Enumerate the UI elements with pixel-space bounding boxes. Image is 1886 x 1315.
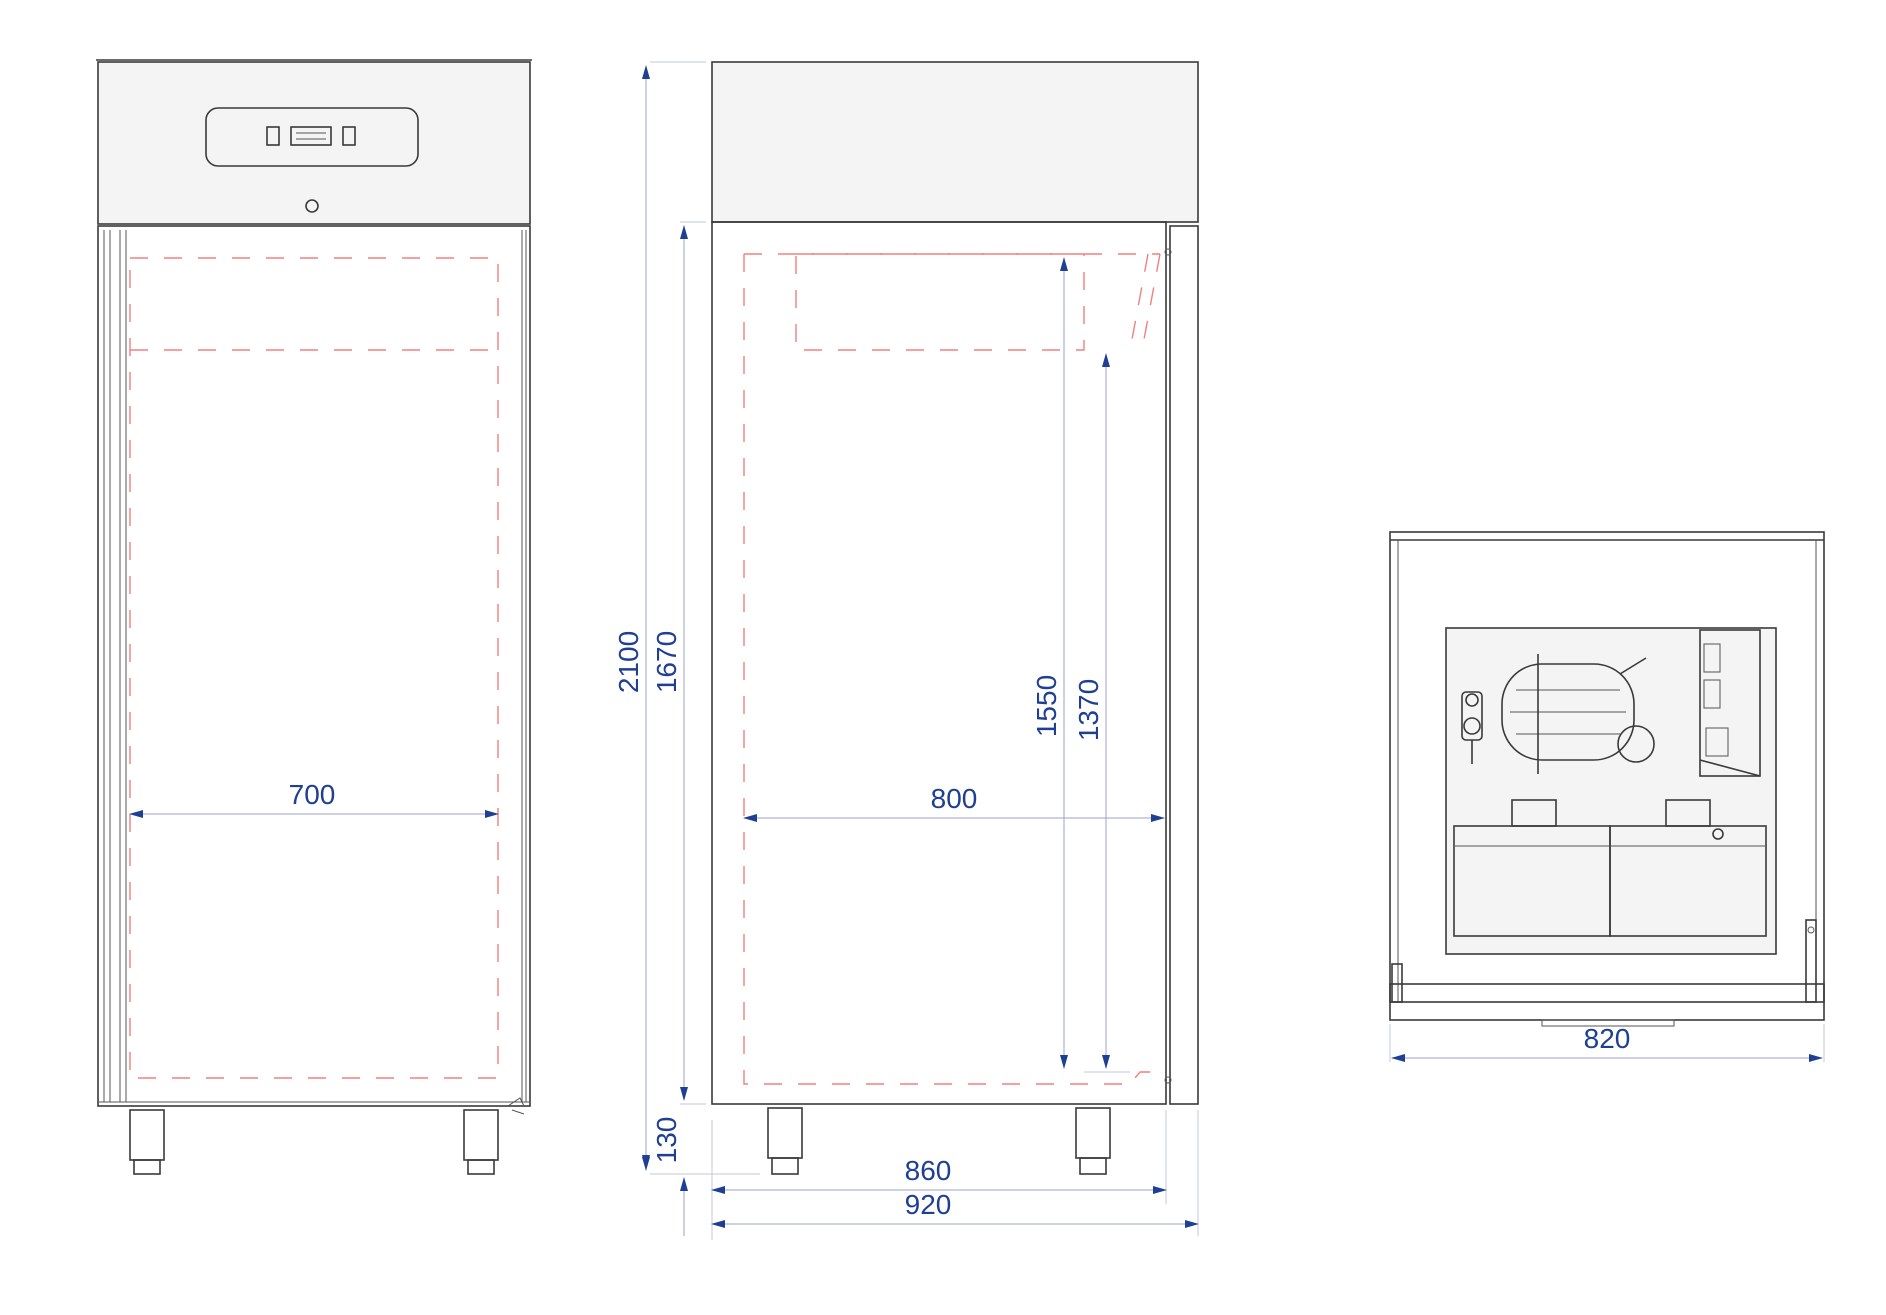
dimension-top-width: 820 xyxy=(1391,1023,1823,1062)
dimension-label-800: 800 xyxy=(931,783,978,814)
electrical-box-icon xyxy=(1699,629,1761,777)
top-hinge-right xyxy=(1805,919,1817,1003)
dimension-label-820: 820 xyxy=(1584,1023,1631,1054)
front-leg-right xyxy=(463,1109,499,1175)
dimension-side-body-depth: 860 xyxy=(711,1155,1167,1194)
compressor-icon xyxy=(1501,654,1655,774)
lock-icon xyxy=(305,199,319,213)
front-leg-left xyxy=(129,1109,165,1175)
dimension-label-860: 860 xyxy=(905,1155,952,1186)
thermostat-valve-icon xyxy=(1461,691,1483,764)
side-inner-compartment xyxy=(743,253,1160,1085)
side-view xyxy=(711,61,1199,1175)
top-view xyxy=(1389,531,1825,1062)
dimension-label-1550: 1550 xyxy=(1031,675,1062,737)
dimension-side-cabinet-height: 1670 xyxy=(651,225,688,1101)
side-cabinet-body xyxy=(711,221,1167,1105)
front-top-panel xyxy=(97,61,531,225)
dimension-label-700: 700 xyxy=(289,779,336,810)
side-leg-left xyxy=(767,1107,803,1175)
dimension-side-inner-depth: 800 xyxy=(743,783,1165,822)
side-evaporator xyxy=(795,253,1085,351)
dimension-label-1670: 1670 xyxy=(651,631,682,693)
digital-display-icon xyxy=(290,126,332,146)
front-door xyxy=(97,225,531,1107)
dimension-front-width: 700 xyxy=(129,779,499,818)
side-door-profile xyxy=(1169,225,1199,1105)
front-inner-compartment xyxy=(129,257,499,1079)
front-view xyxy=(96,59,532,1175)
light-switch-icon xyxy=(342,126,356,146)
side-leg-right xyxy=(1075,1107,1111,1175)
dimension-side-shelf-height: 1370 xyxy=(1073,353,1110,1069)
dimension-label-2100: 2100 xyxy=(613,631,644,693)
dimension-side-inner-height: 1550 xyxy=(1031,257,1068,1069)
front-control-panel xyxy=(205,107,419,167)
condensing-unit-panel xyxy=(1445,627,1777,955)
top-hinge-left xyxy=(1391,963,1403,1003)
dimension-side-leg-height: 130 xyxy=(642,1117,688,1236)
dimension-side-total-height: 2100 xyxy=(613,65,650,1171)
dimension-side-total-depth: 920 xyxy=(711,1189,1199,1228)
dimension-label-130: 130 xyxy=(651,1117,682,1164)
dimension-label-1370: 1370 xyxy=(1073,679,1104,741)
condenser-coil-right xyxy=(1609,799,1767,937)
power-switch-icon xyxy=(266,126,280,146)
dimension-label-920: 920 xyxy=(905,1189,952,1220)
side-extension-lines xyxy=(650,61,1199,1240)
top-outer-frame xyxy=(1389,531,1825,1003)
side-top-unit xyxy=(711,61,1199,223)
